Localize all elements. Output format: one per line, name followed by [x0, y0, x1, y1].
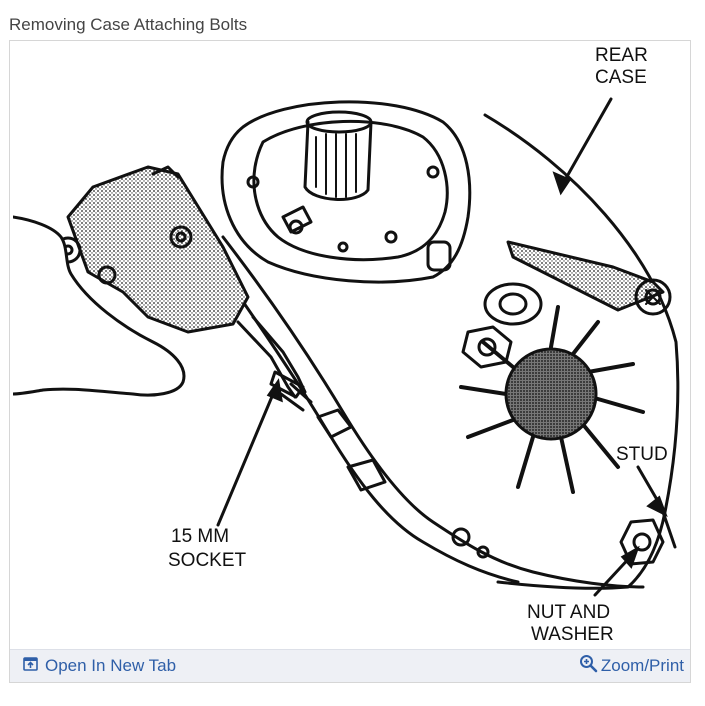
socket-label-line2: SOCKET: [168, 550, 247, 571]
nut-label-line1: NUT AND: [527, 602, 610, 623]
open-in-new-tab-icon: [23, 656, 38, 676]
stud: [619, 518, 665, 566]
hand: [13, 215, 186, 397]
output-shaft: [303, 120, 373, 201]
image-toolbar: Open In New Tab Zoom/Print: [10, 649, 690, 682]
rear-case-label-line1: REAR: [595, 45, 648, 66]
stud-label: STUD: [616, 444, 668, 465]
case-flange: [221, 235, 645, 589]
rear-case-outline: [483, 113, 680, 590]
front-retainer-plate: [220, 100, 472, 284]
zoom-print-link[interactable]: Zoom/Print: [579, 655, 684, 677]
socket-label-line1: 15 MM: [171, 526, 229, 547]
rear-case-label-line2: CASE: [595, 67, 647, 88]
socket-wrench: [54, 165, 313, 412]
upper-rib: [506, 240, 665, 312]
open-in-new-tab-link[interactable]: Open In New Tab: [23, 655, 176, 677]
nut-label-line2: WASHER: [531, 624, 614, 645]
rear-case-leader: [559, 97, 613, 189]
socket-leader: [216, 385, 278, 527]
zoom-print-label: Zoom/Print: [600, 656, 684, 675]
transfer-case-diagram: REAR CASE STUD 15 MM SOCKET NUT AND WASH…: [13, 42, 689, 648]
figure-caption: Removing Case Attaching Bolts: [9, 15, 248, 34]
magnifier-plus-icon: [579, 654, 598, 678]
center-ribbed-boss: [459, 305, 645, 494]
open-in-new-tab-label: Open In New Tab: [45, 656, 177, 675]
